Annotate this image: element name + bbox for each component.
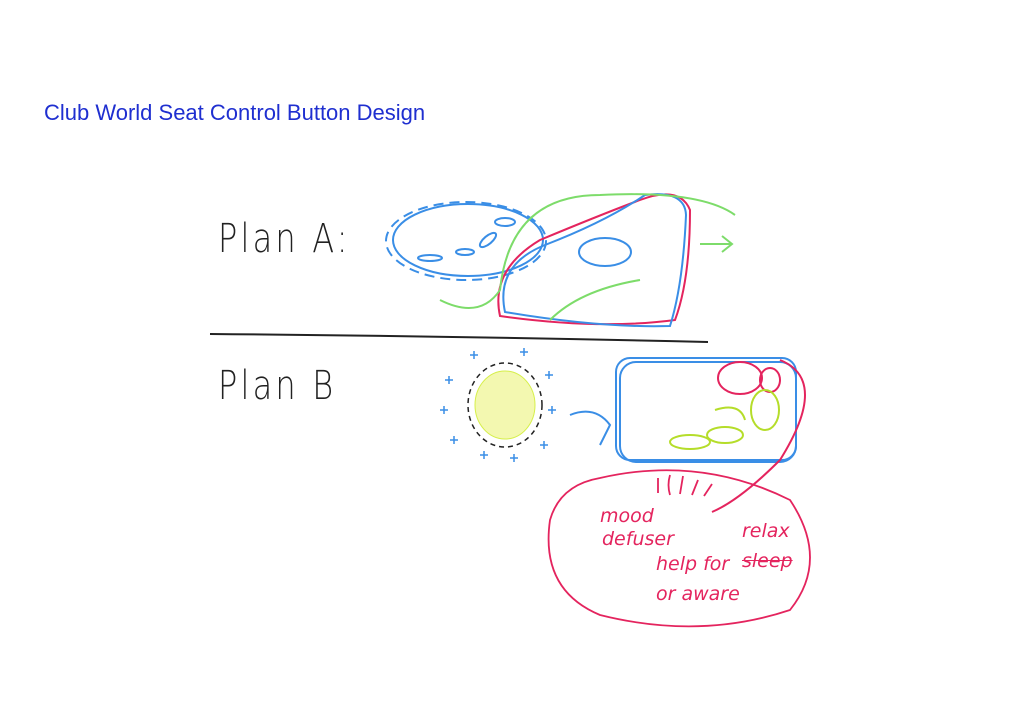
note-defuser: defuser (602, 528, 674, 550)
plan-b-seat-panel (615, 357, 806, 513)
notes-bubble (547, 469, 811, 628)
page-title: Club World Seat Control Button Design (44, 100, 426, 125)
note-or-aware: or aware (656, 583, 740, 605)
note-mood: mood (600, 505, 654, 527)
divider-line (209, 333, 709, 343)
arrow-icon (569, 410, 612, 446)
note-relax: relax (742, 520, 790, 542)
plan-b-label: Plan B (218, 363, 337, 409)
plan-b-diffuser-blob (440, 348, 612, 462)
plan-a-button-oval (385, 201, 547, 281)
note-help-for: help for (656, 553, 730, 575)
plan-a-seat-shape (439, 193, 736, 328)
plan-a-label: Plan A: (218, 216, 351, 262)
note-sleep-struck: sleep (742, 550, 793, 572)
